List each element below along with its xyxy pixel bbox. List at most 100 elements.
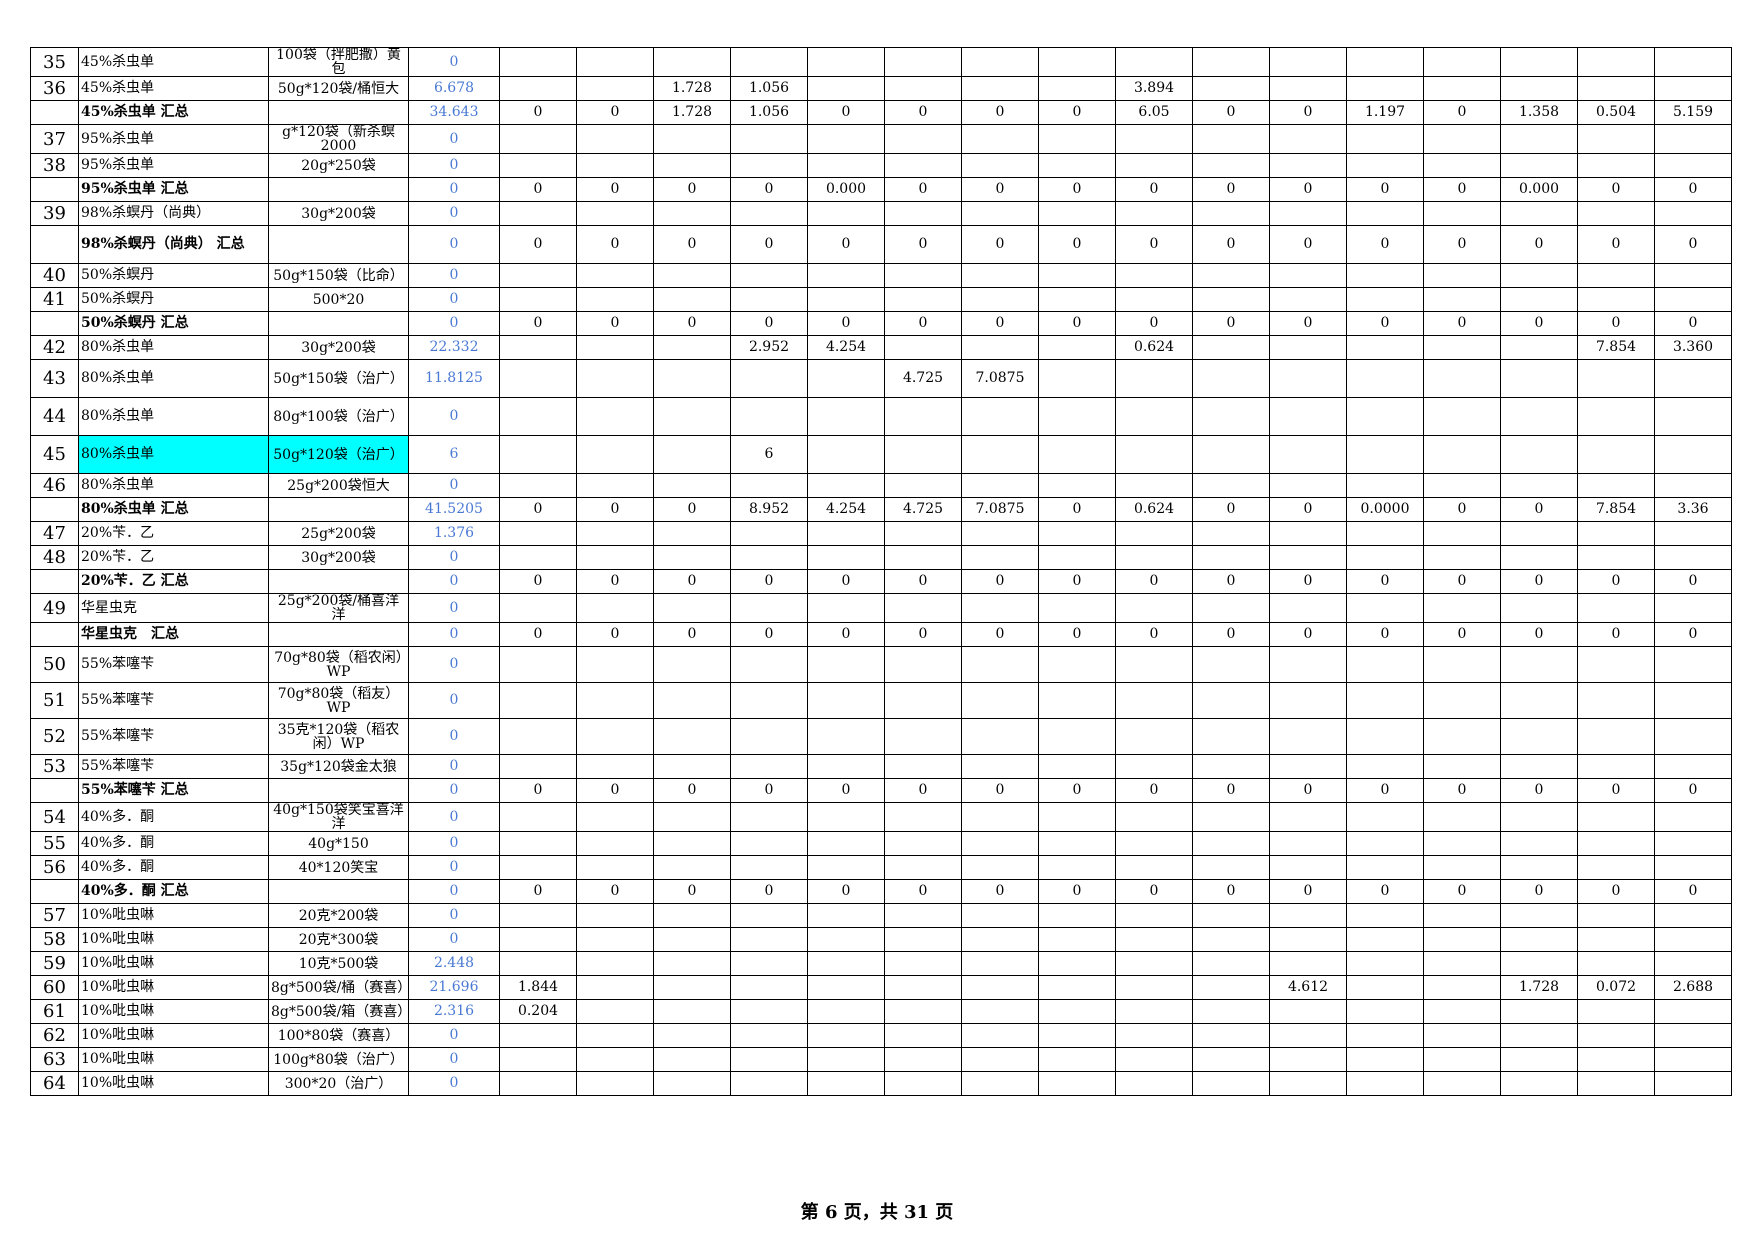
value-cell: 4.254 (807, 335, 885, 360)
total-cell: 0 (408, 682, 500, 719)
value-cell (1423, 201, 1501, 226)
value-cell: 0 (576, 879, 654, 904)
page-footer: 第 6 页，共 31 页 (800, 1202, 954, 1223)
value-cell (1500, 263, 1578, 288)
row-number-cell: 43 (30, 359, 79, 398)
value-cell (576, 927, 654, 952)
value-cell: 6 (730, 435, 808, 474)
value-cell: 0 (1654, 778, 1732, 803)
total-cell: 6.678 (408, 76, 500, 101)
value-cell (1654, 201, 1732, 226)
value-cell (1577, 153, 1655, 178)
value-cell: 1.197 (1346, 100, 1424, 125)
row-number-cell: 35 (30, 47, 79, 77)
row-number-cell: 39 (30, 201, 79, 226)
row-number-cell (30, 177, 79, 202)
value-cell (1192, 473, 1270, 498)
value-cell (884, 397, 962, 436)
value-cell (807, 359, 885, 398)
value-cell (1269, 201, 1347, 226)
value-cell (1192, 999, 1270, 1024)
value-cell: 7.854 (1577, 335, 1655, 360)
spec-cell (268, 177, 409, 202)
value-cell (884, 124, 962, 154)
value-cell: 0 (1423, 100, 1501, 125)
total-cell: 0 (408, 778, 500, 803)
value-cell: 0.000 (807, 177, 885, 202)
value-cell: 0 (1423, 311, 1501, 336)
value-cell (1038, 855, 1116, 880)
value-cell: 0 (576, 497, 654, 522)
value-cell (1346, 47, 1424, 77)
value-cell (807, 1047, 885, 1072)
value-cell (884, 754, 962, 779)
product-name-cell: 45%杀虫单 汇总 (78, 100, 269, 125)
value-cell (1192, 521, 1270, 546)
value-cell (1346, 76, 1424, 101)
value-cell: 0 (499, 569, 577, 594)
value-cell (730, 903, 808, 928)
value-cell: 0 (730, 622, 808, 647)
value-cell (653, 903, 731, 928)
value-cell (1500, 903, 1578, 928)
product-name-cell: 80%杀虫单 汇总 (78, 497, 269, 522)
value-cell (576, 1047, 654, 1072)
value-cell: 0 (499, 778, 577, 803)
value-cell (884, 593, 962, 623)
value-cell (1423, 754, 1501, 779)
value-cell (1577, 718, 1655, 755)
value-cell: 0 (730, 569, 808, 594)
value-cell (1577, 287, 1655, 312)
total-cell: 0 (408, 1023, 500, 1048)
value-cell (1269, 831, 1347, 856)
value-cell (961, 718, 1039, 755)
value-cell (961, 999, 1039, 1024)
value-cell (1577, 903, 1655, 928)
value-cell (884, 335, 962, 360)
value-cell: 0 (1192, 778, 1270, 803)
value-cell (1654, 521, 1732, 546)
total-cell: 0 (408, 225, 500, 264)
value-cell (499, 1023, 577, 1048)
value-cell (1115, 263, 1193, 288)
value-cell (576, 951, 654, 976)
value-cell: 0.204 (499, 999, 577, 1024)
value-cell (884, 831, 962, 856)
value-cell (1192, 124, 1270, 154)
value-cell (884, 682, 962, 719)
value-cell (1038, 802, 1116, 832)
value-cell (499, 201, 577, 226)
value-cell (1577, 1071, 1655, 1096)
value-cell (1500, 124, 1578, 154)
value-cell (961, 521, 1039, 546)
spec-cell (268, 311, 409, 336)
total-cell: 0 (408, 397, 500, 436)
value-cell (1654, 1071, 1732, 1096)
value-cell (961, 802, 1039, 832)
value-cell (1192, 975, 1270, 1000)
value-cell (1038, 718, 1116, 755)
value-cell (730, 1023, 808, 1048)
value-cell (1346, 521, 1424, 546)
value-cell: 0 (730, 778, 808, 803)
value-cell (1038, 545, 1116, 570)
value-cell (1500, 521, 1578, 546)
value-cell (1577, 831, 1655, 856)
value-cell: 0 (1115, 311, 1193, 336)
value-cell (1654, 435, 1732, 474)
value-cell (1346, 855, 1424, 880)
value-cell: 0 (576, 100, 654, 125)
value-cell (1269, 47, 1347, 77)
value-cell (499, 927, 577, 952)
value-cell (807, 473, 885, 498)
value-cell: 0 (499, 497, 577, 522)
value-cell (730, 999, 808, 1024)
value-cell (499, 802, 577, 832)
value-cell: 0.504 (1577, 100, 1655, 125)
